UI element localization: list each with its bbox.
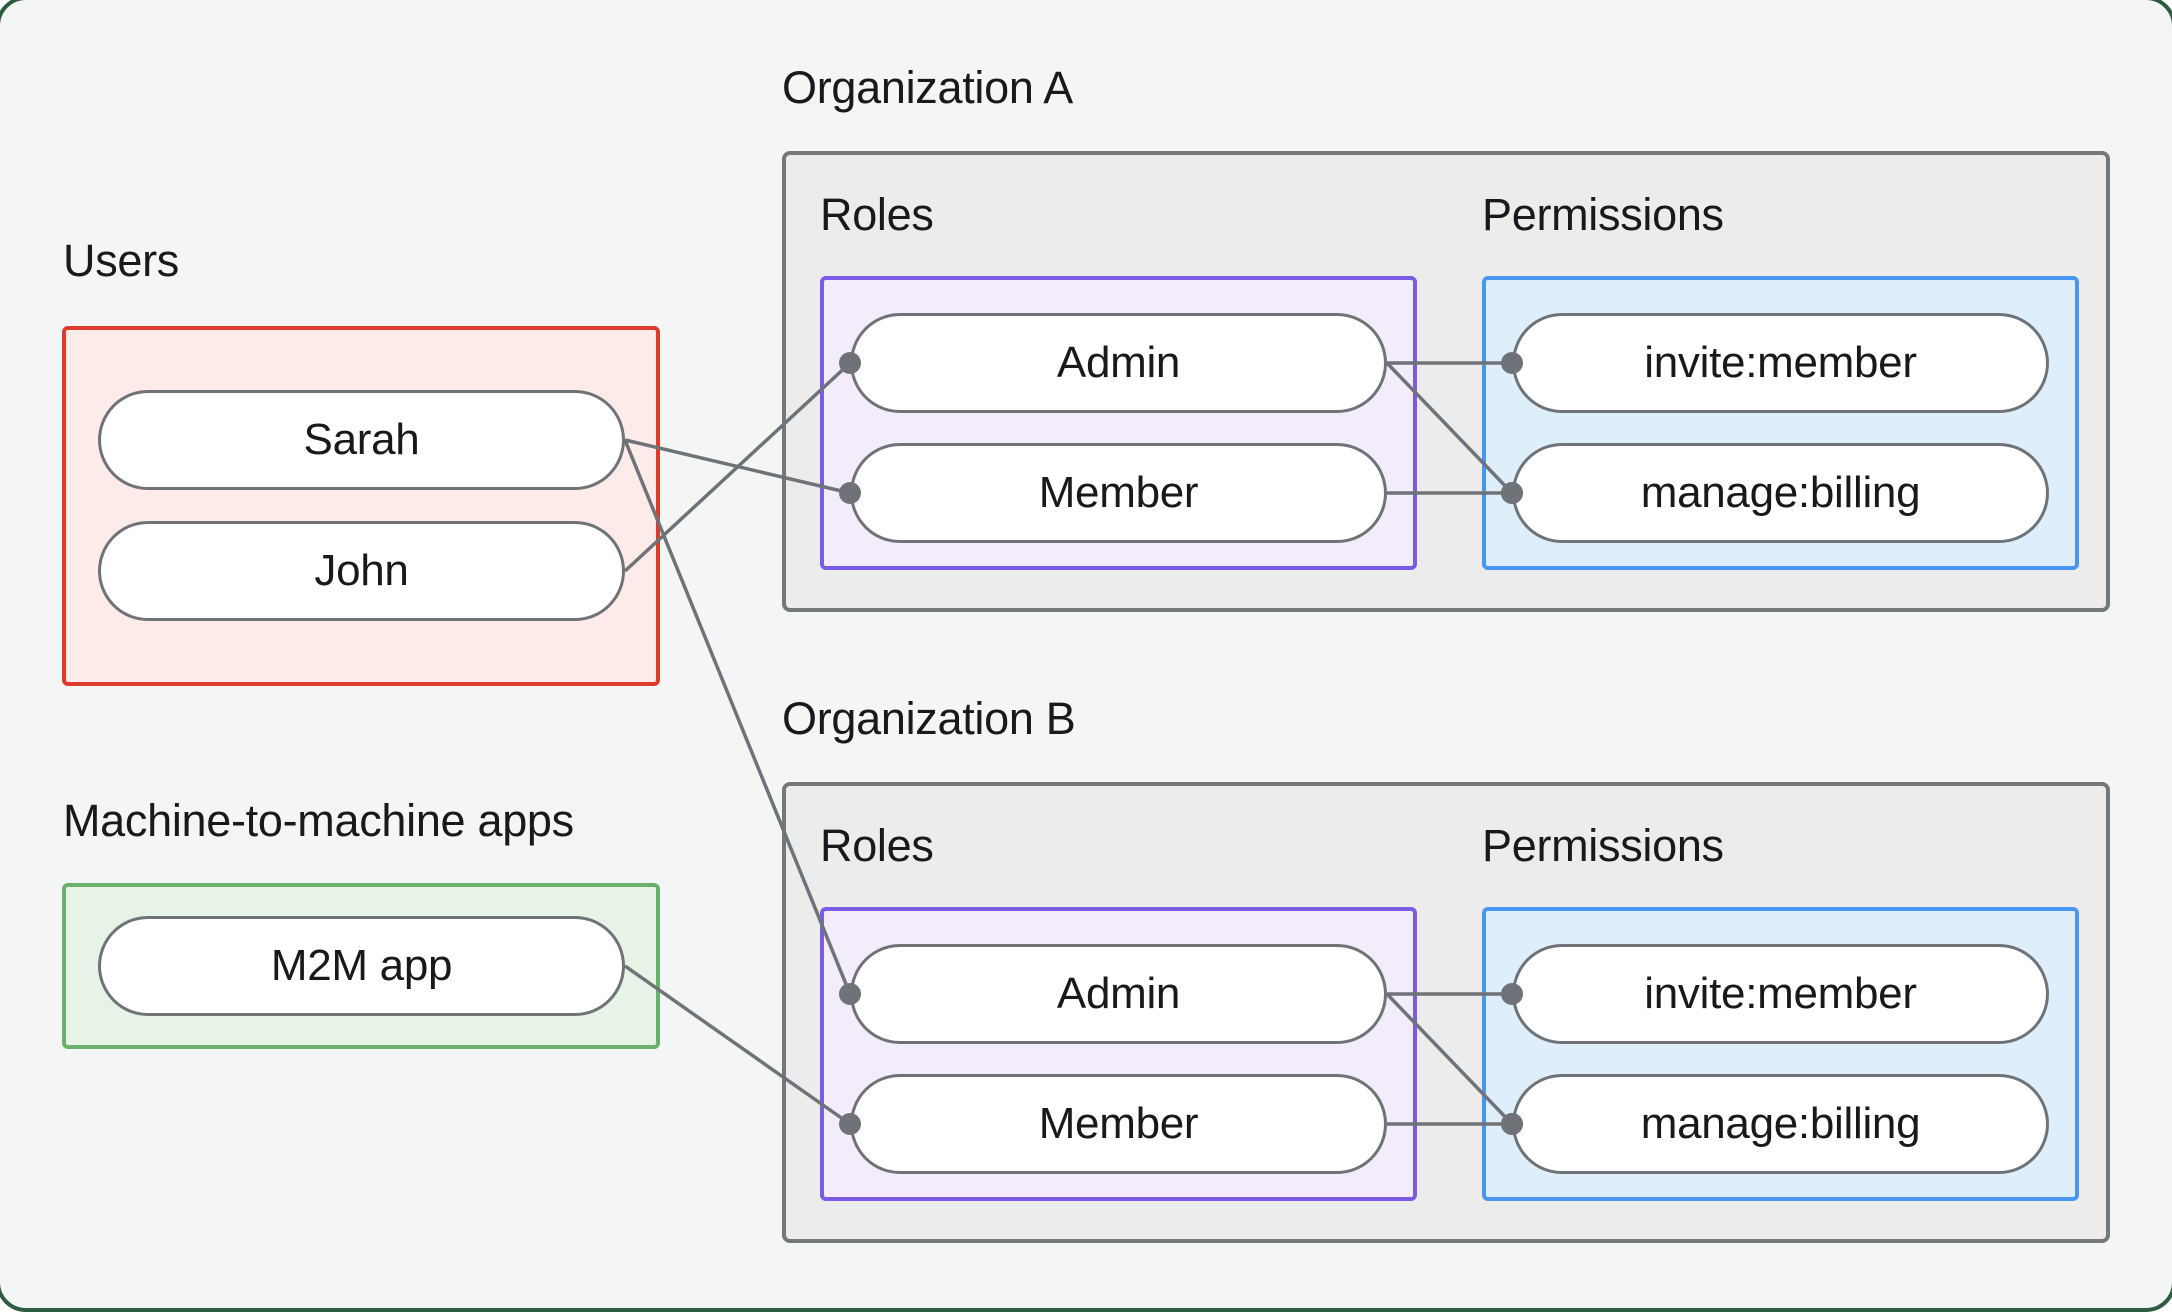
org-a-role-member: Member (850, 443, 1387, 543)
role-node-label: Admin (1056, 969, 1181, 1018)
org-a-title: Organization A (782, 62, 1073, 113)
role-node-label: Member (1038, 1099, 1199, 1148)
org-a-role-admin: Admin (850, 313, 1387, 413)
org-b-roles-label: Roles (820, 820, 934, 871)
m2m-node-label: M2M app (270, 941, 453, 990)
org-b-permission-manage-billing: manage:billing (1512, 1074, 2049, 1174)
users-group-box (62, 326, 660, 686)
user-node-label: John (314, 546, 409, 595)
org-a-permission-manage-billing: manage:billing (1512, 443, 2049, 543)
org-a-roles-label: Roles (820, 189, 934, 240)
users-group-title: Users (63, 235, 180, 286)
org-b-role-member: Member (850, 1074, 1387, 1174)
org-b-role-admin: Admin (850, 944, 1387, 1044)
org-a-permissions-label: Permissions (1482, 189, 1724, 240)
m2m-group-title: Machine-to-machine apps (63, 795, 574, 846)
permission-node-label: manage:billing (1640, 468, 1921, 517)
permission-node-label: invite:member (1644, 338, 1917, 387)
m2m-app-node: M2M app (98, 916, 625, 1016)
org-b-title: Organization B (782, 693, 1076, 744)
role-node-label: Member (1038, 468, 1199, 517)
role-node-label: Admin (1056, 338, 1181, 387)
org-b-permissions-label: Permissions (1482, 820, 1724, 871)
permission-node-label: invite:member (1644, 969, 1917, 1018)
user-node-john: John (98, 521, 625, 621)
org-a-permission-invite-member: invite:member (1512, 313, 2049, 413)
user-node-sarah: Sarah (98, 390, 625, 490)
user-node-label: Sarah (303, 415, 420, 464)
org-b-permission-invite-member: invite:member (1512, 944, 2049, 1044)
permission-node-label: manage:billing (1640, 1099, 1921, 1148)
